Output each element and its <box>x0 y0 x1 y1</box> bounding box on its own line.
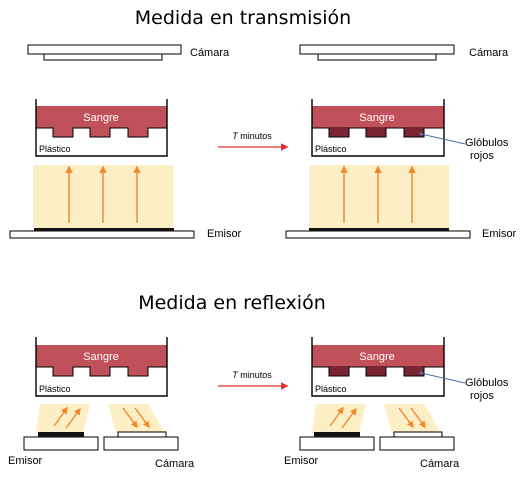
sample-well <box>311 99 445 157</box>
rbc-label-line2: rojos <box>470 150 494 162</box>
emitter <box>299 432 375 451</box>
camera-label: Cámara <box>420 458 460 470</box>
emitter-label: Emisor <box>284 455 319 467</box>
reflected-light-beam <box>384 404 441 433</box>
emitter-label: Emisor <box>207 228 242 240</box>
camera <box>27 44 182 61</box>
rbc-label-line2: rojos <box>470 390 494 402</box>
plastic-label: Plástico <box>39 144 71 154</box>
blood-label: Sangre <box>359 112 394 124</box>
emitter-label: Emisor <box>8 455 43 467</box>
blood-label: Sangre <box>83 112 118 124</box>
title-transmission: Medida en transmisión <box>135 7 351 29</box>
transmission-final-panel: Cámara Sangre Plástico Glóbulos rojos Em… <box>285 44 517 240</box>
reflected-light-beam <box>108 404 165 433</box>
light-arrow <box>122 407 138 429</box>
incident-light-beam <box>36 404 90 433</box>
transmission-initial-panel: Cámara Sangre Plástico Emisor <box>9 44 242 240</box>
title-reflection: Medida en reflexión <box>138 292 326 314</box>
plastic-label: Plástico <box>39 384 71 394</box>
light-arrow <box>65 407 81 429</box>
rbc-leader-line <box>419 132 466 145</box>
camera-label: Cámara <box>469 47 509 59</box>
camera <box>103 431 179 451</box>
light-arrow <box>410 407 426 429</box>
emitter <box>23 432 99 451</box>
light-arrow <box>134 407 150 429</box>
camera <box>379 431 455 451</box>
light-arrow <box>329 406 344 427</box>
emitter <box>9 228 195 239</box>
emitter-label: Emisor <box>482 228 517 240</box>
sample-well <box>311 337 445 397</box>
incident-light-beam <box>312 404 366 433</box>
light-beam <box>309 165 449 228</box>
time-variable: T <box>232 370 239 380</box>
rbc-leader-line <box>419 371 466 384</box>
rbc-label-line1: Glóbulos <box>465 137 509 149</box>
light-arrow <box>398 407 414 429</box>
reflection-final-panel: Sangre Plástico Glóbulos rojos Emisor Cá… <box>284 337 509 470</box>
light-arrow <box>53 406 68 427</box>
light-arrow <box>341 407 357 429</box>
plastic-label: Plástico <box>315 144 347 154</box>
blood-label: Sangre <box>359 351 394 363</box>
reflection-initial-panel: Sangre Plástico Emisor Cámara <box>8 337 195 470</box>
time-label: T minutos <box>232 370 272 380</box>
blood-label: Sangre <box>83 351 118 363</box>
camera-label: Cámara <box>190 47 230 59</box>
time-unit: minutos <box>238 370 273 380</box>
rbc-label-line1: Glóbulos <box>465 377 509 389</box>
sample-well <box>35 99 168 157</box>
time-variable: T <box>232 131 239 141</box>
time-label: T minutos <box>232 131 272 141</box>
time-unit: minutos <box>238 131 273 141</box>
sample-well <box>35 337 168 397</box>
emitter <box>285 228 471 239</box>
camera-label: Cámara <box>155 458 195 470</box>
camera <box>299 44 455 61</box>
plastic-label: Plástico <box>315 384 347 394</box>
